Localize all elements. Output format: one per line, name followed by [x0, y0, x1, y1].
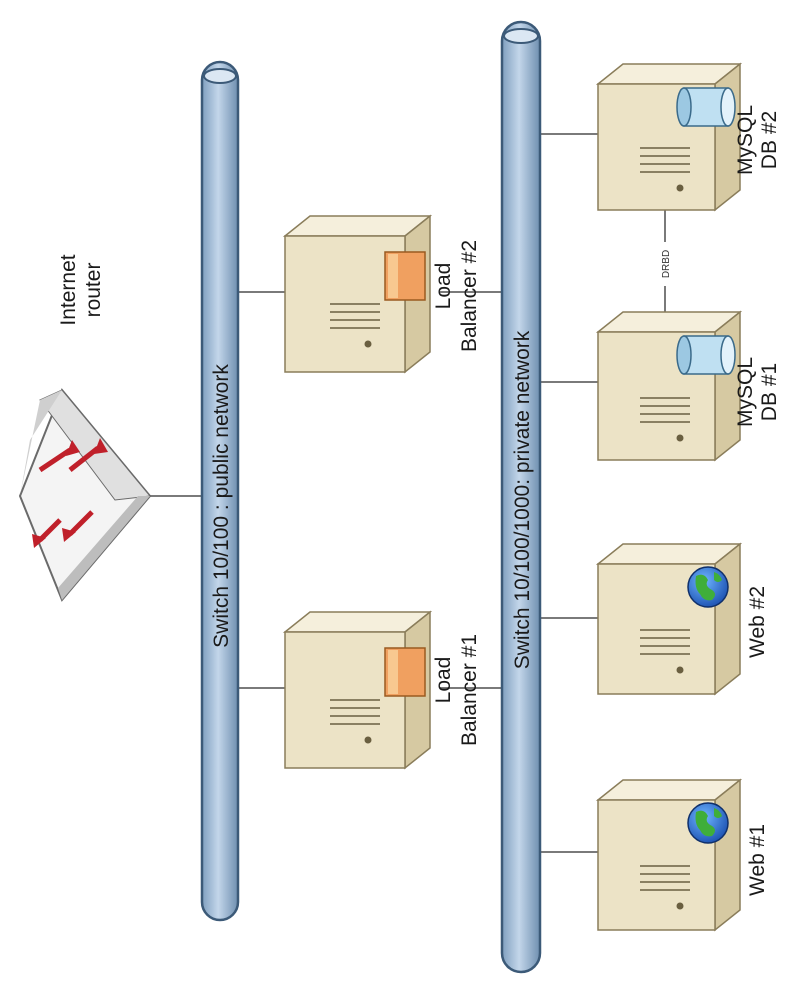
globe-icon	[687, 566, 729, 608]
power-led-icon	[364, 340, 372, 348]
drbd-label: DRBD	[661, 250, 672, 278]
server-vents-icon	[330, 699, 380, 725]
switch-public-label: Switch 10/100 : public network	[210, 364, 233, 648]
power-led-icon	[676, 184, 684, 192]
db2-label-line2: DB #2	[758, 111, 781, 169]
mysql-db-2: MySQL DB #2	[595, 62, 781, 212]
server-vents-icon	[640, 865, 690, 891]
db1-label-line1: MySQL	[734, 357, 757, 427]
web-server-1: Web #1	[595, 778, 769, 932]
web2-label: Web #2	[746, 586, 769, 658]
server-vents-icon	[640, 397, 690, 423]
lb2-label-line2: Balancer #2	[458, 240, 481, 352]
server-vents-icon	[330, 303, 380, 329]
router-arrows-icon	[32, 438, 108, 548]
database-cylinder-icon	[676, 87, 736, 127]
server-vents-icon	[640, 629, 690, 655]
power-led-icon	[676, 666, 684, 674]
links: DRBD	[150, 133, 676, 853]
load-balancer-2: Load Balancer #2	[282, 214, 481, 374]
db1-label-line2: DB #1	[758, 363, 781, 421]
db2-label-line1: MySQL	[734, 105, 757, 175]
router-label-line1: Internet	[57, 254, 80, 325]
server-vents-icon	[640, 147, 690, 173]
globe-icon	[687, 802, 729, 844]
switch-public: Switch 10/100 : public network	[200, 60, 240, 922]
power-led-icon	[676, 434, 684, 442]
database-cylinder-icon	[676, 335, 736, 375]
load-balancer-1: Load Balancer #1	[282, 610, 481, 770]
router-label-line2: router	[82, 263, 105, 318]
mysql-db-1: MySQL DB #1	[595, 310, 781, 462]
lb2-label-line1: Load	[432, 263, 455, 310]
power-led-icon	[676, 902, 684, 910]
lb1-label-line2: Balancer #1	[458, 634, 481, 746]
internet-router: Internet router	[18, 254, 152, 602]
power-led-icon	[364, 736, 372, 744]
switch-private-label: Switch 10/100/1000: private network	[511, 330, 534, 669]
web-server-2: Web #2	[595, 542, 769, 696]
web1-label: Web #1	[746, 824, 769, 896]
lb1-label-line1: Load	[432, 657, 455, 704]
switch-private: Switch 10/100/1000: private network	[500, 20, 542, 974]
